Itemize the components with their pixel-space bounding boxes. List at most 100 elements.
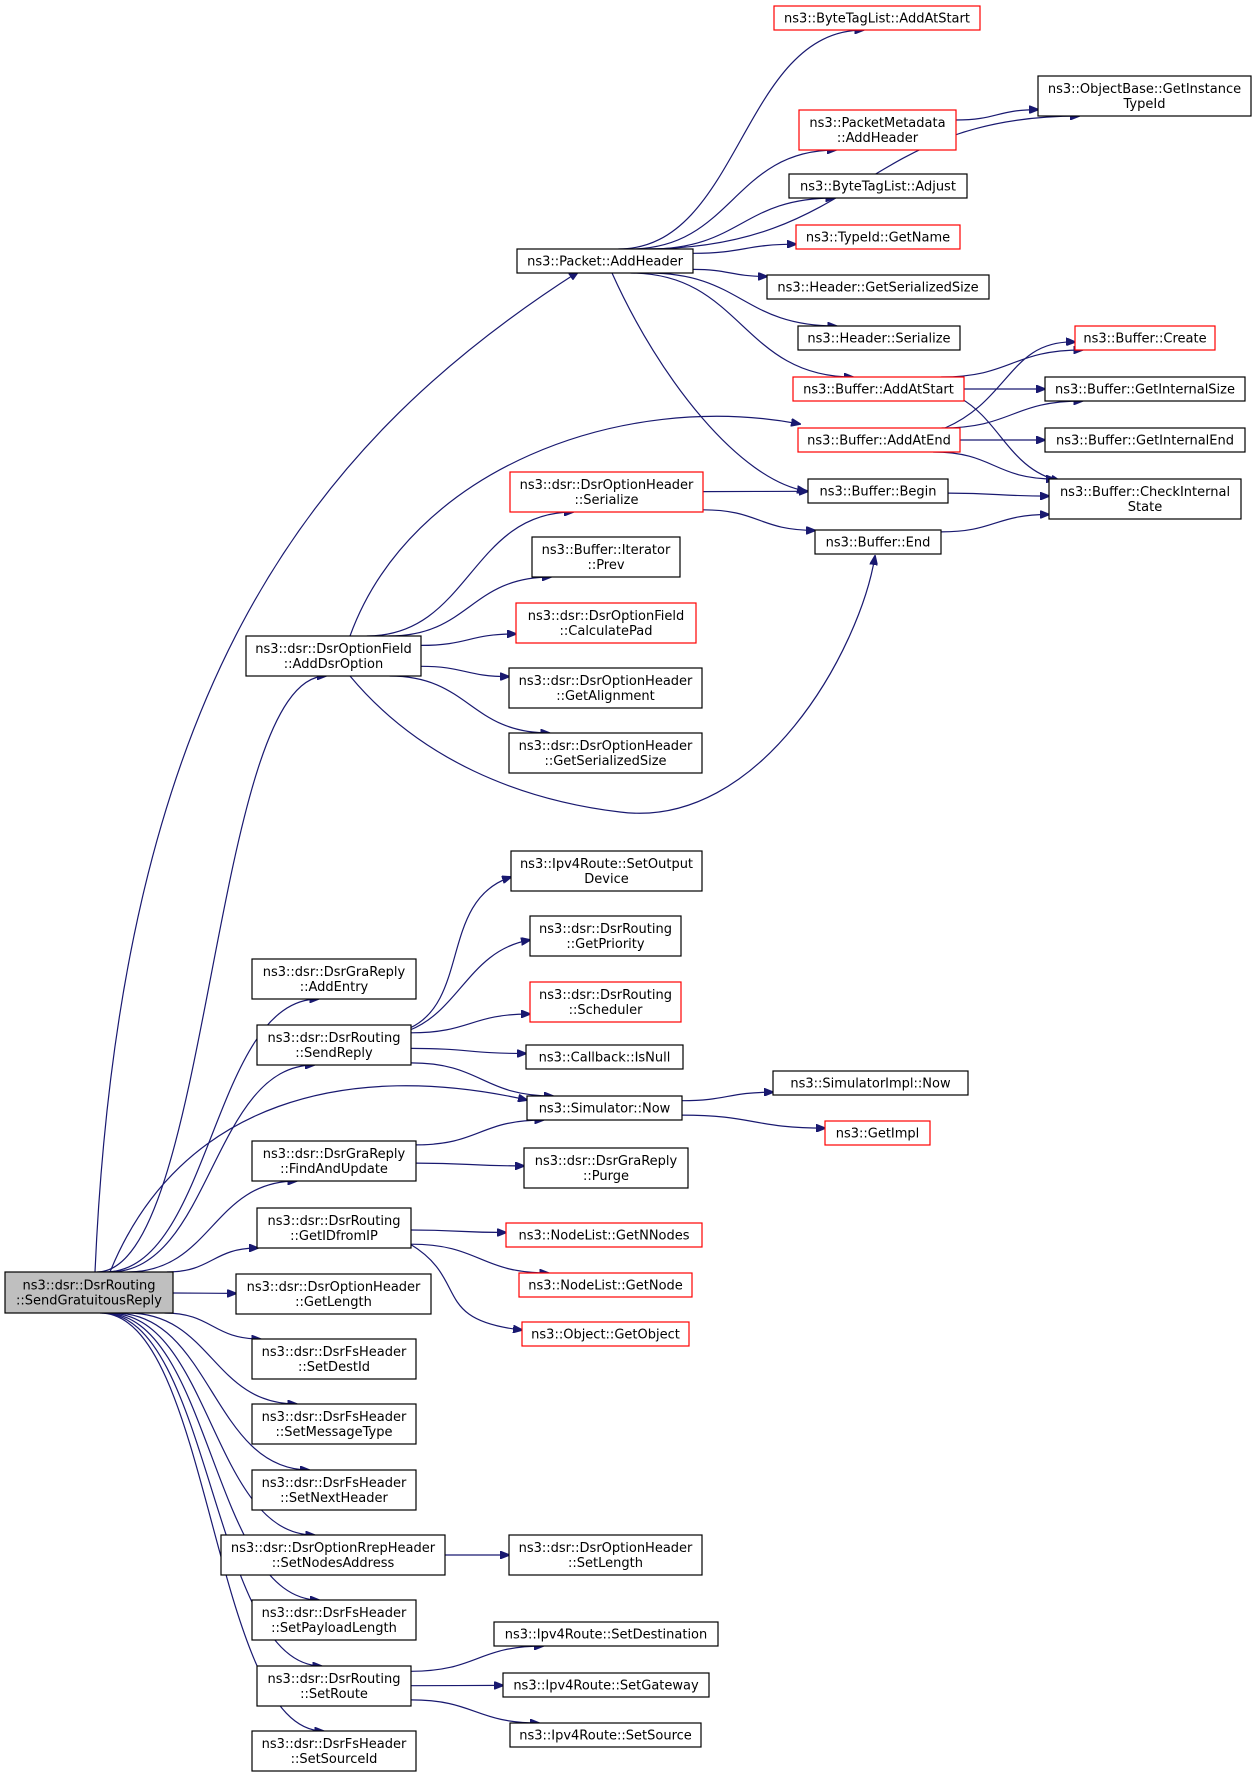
node-box [245,635,422,677]
edge-root-to-dsrfs_setmsgtype [127,1312,297,1404]
node-dsrfs-setsrcid[interactable]: ns3::dsr::DsrFsHeader::SetSourceId [251,1730,417,1772]
node-hdr-serialize[interactable]: ns3::Header::Serialize [797,325,961,351]
node-box [510,850,703,892]
edge-pkt_addheader-to-buf_begin [611,272,806,491]
node-dsrfs-setmsgtype[interactable]: ns3::dsr::DsrFsHeader::SetMessageType [251,1403,417,1445]
node-nl-getnnodes[interactable]: ns3::NodeList::GetNNodes [505,1222,703,1248]
node-dsrorep-setnodes[interactable]: ns3::dsr::DsrOptionRrepHeader::SetNodesA… [220,1534,446,1576]
node-box [814,529,942,555]
node-box [772,1070,969,1096]
edge-dsrr_sendreply-to-cb_isnull [410,1047,526,1053]
node-getimpl[interactable]: ns3::GetImpl [824,1120,931,1146]
node-dsrof-calcpad[interactable]: ns3::dsr::DsrOptionField::CalculatePad [515,602,697,644]
node-label: ns3::dsr::DsrGraReply [263,1147,406,1162]
node-buf-addatstart[interactable]: ns3::Buffer::AddAtStart [792,376,965,402]
node-btl-adjust[interactable]: ns3::ByteTagList::Adjust [788,173,968,199]
edge-buf_begin-to-buf_checkinternal [947,493,1049,496]
node-simimpl-now[interactable]: ns3::SimulatorImpl::Now [772,1070,969,1096]
node-hdr-getsersize[interactable]: ns3::Header::GetSerializedSize [766,274,990,300]
node-box [773,5,981,31]
node-label: ns3::PacketMetadata [809,116,945,131]
edge-buf_addatend-to-buf_checkinternal [933,451,1055,479]
node-cb-isnull[interactable]: ns3::Callback::IsNull [525,1044,684,1070]
edge-root-to-dsrr_setroute [101,1312,322,1666]
edge-root-to-dsrfs_setpayload [104,1312,319,1600]
node-dsrfs-setnexthdr[interactable]: ns3::dsr::DsrFsHeader::SetNextHeader [251,1469,417,1511]
node-dsroh-serialize[interactable]: ns3::dsr::DsrOptionHeader::Serialize [509,471,704,513]
node-dsroh-getsersize[interactable]: ns3::dsr::DsrOptionHeader::GetSerialized… [508,732,703,774]
node-box [516,248,694,274]
node-label: ns3::Buffer::GetInternalEnd [1056,434,1234,449]
node-dsrfs-setdestid[interactable]: ns3::dsr::DsrFsHeader::SetDestId [251,1338,417,1380]
node-box [4,1271,174,1314]
node-label: ns3::dsr::DsrOptionHeader [520,478,694,493]
node-label: ns3::Ipv4Route::SetDestination [505,1628,708,1643]
node-label: ns3::Packet::AddHeader [527,255,683,270]
node-label: ns3::Header::Serialize [807,332,950,347]
node-buf-begin[interactable]: ns3::Buffer::Begin [807,478,949,504]
node-label: ns3::Object::GetObject [531,1328,680,1343]
node-dsroh-getlength[interactable]: ns3::dsr::DsrOptionHeader::GetLength [235,1273,432,1315]
node-buf-getinternalsize[interactable]: ns3::Buffer::GetInternalSize [1044,376,1246,402]
node-dsrr-setroute[interactable]: ns3::dsr::DsrRouting::SetRoute [256,1665,412,1707]
node-label: ns3::GetImpl [836,1127,920,1142]
node-buf-getinternalend[interactable]: ns3::Buffer::GetInternalEnd [1044,427,1246,453]
node-buf-end[interactable]: ns3::Buffer::End [814,529,942,555]
node-box [523,1147,689,1189]
node-box [797,427,961,453]
edge-pkt_addheader-to-typeid_getname [692,244,796,254]
node-buf-addatend[interactable]: ns3::Buffer::AddAtEnd [797,427,961,453]
node-label: ::Purge [583,1169,629,1184]
node-root[interactable]: ns3::dsr::DsrRouting::SendGratuitousRepl… [4,1271,174,1314]
node-btl-addatstart[interactable]: ns3::ByteTagList::AddAtStart [773,5,981,31]
node-label: ns3::dsr::DsrRouting [539,988,672,1003]
node-box [529,915,682,957]
node-buf-create[interactable]: ns3::Buffer::Create [1074,325,1216,351]
node-dsrgr-purge[interactable]: ns3::dsr::DsrGraReply::Purge [523,1147,689,1189]
node-dsroh-getalign[interactable]: ns3::dsr::DsrOptionHeader::GetAlignment [508,667,703,709]
node-label: ::GetSerializedSize [544,754,666,769]
node-box [788,173,968,199]
edge-dsrr_setroute-to-ipv4r_setdest [410,1646,543,1672]
edge-root-to-dsrgr_addentry [104,999,318,1273]
node-dsrgr-findandupdate[interactable]: ns3::dsr::DsrGraReply::FindAndUpdate [251,1140,417,1182]
node-label: ns3::ByteTagList::AddAtStart [784,12,970,27]
node-dsrr-sendreply[interactable]: ns3::dsr::DsrRouting::SendReply [256,1024,412,1066]
node-label: ns3::dsr::DsrRouting [268,1031,401,1046]
edge-dsrof_adddsroption-to-dsroh_serialize [366,512,573,637]
node-box [505,1222,703,1248]
node-label: ns3::dsr::DsrRouting [268,1214,401,1229]
node-dsrof-adddsroption[interactable]: ns3::dsr::DsrOptionField::AddDsrOption [245,635,422,677]
edge-pkt_addheader-to-buf_addatstart [630,272,853,377]
node-pkt-addheader[interactable]: ns3::Packet::AddHeader [516,248,694,274]
node-dsroh-setlength[interactable]: ns3::dsr::DsrOptionHeader::SetLength [508,1534,703,1576]
node-ipv4r-setdest[interactable]: ns3::Ipv4Route::SetDestination [493,1621,719,1647]
node-bufit-prev[interactable]: ns3::Buffer::Iterator::Prev [531,536,681,578]
node-box [798,109,957,151]
node-typeid-getname[interactable]: ns3::TypeId::GetName [795,224,961,250]
node-dsrr-getpriority[interactable]: ns3::dsr::DsrRouting::GetPriority [529,915,682,957]
node-dsrfs-setpayload[interactable]: ns3::dsr::DsrFsHeader::SetPayloadLength [251,1599,417,1641]
node-label: State [1128,500,1162,515]
node-sim-now[interactable]: ns3::Simulator::Now [526,1095,683,1121]
node-nl-getnode[interactable]: ns3::NodeList::GetNode [518,1272,693,1298]
node-box [1074,325,1216,351]
node-label: ::AddDsrOption [284,657,383,672]
node-ipv4r-setsrc[interactable]: ns3::Ipv4Route::SetSource [509,1722,702,1748]
node-pm-addheader[interactable]: ns3::PacketMetadata::AddHeader [798,109,957,151]
edge-pm_addheader-to-objbase_gettypeid [955,110,1038,121]
node-dsrgr-addentry[interactable]: ns3::dsr::DsrGraReply::AddEntry [251,958,417,1000]
node-dsrr-scheduler[interactable]: ns3::dsr::DsrRouting::Scheduler [529,981,682,1023]
node-box [493,1621,719,1647]
node-obj-getobject[interactable]: ns3::Object::GetObject [521,1321,690,1347]
edge-buf_addatstart-to-buf_checkinternal [959,397,1060,481]
edge-dsrr_getidfromip-to-obj_getobject [409,1243,522,1330]
edge-buf_addatstart-to-buf_create [941,350,1082,378]
node-ipv4r-setgw[interactable]: ns3::Ipv4Route::SetGateway [502,1672,710,1698]
node-dsrr-getidfromip[interactable]: ns3::dsr::DsrRouting::GetIDfromIP [256,1207,412,1249]
node-label: ::FindAndUpdate [280,1162,388,1177]
